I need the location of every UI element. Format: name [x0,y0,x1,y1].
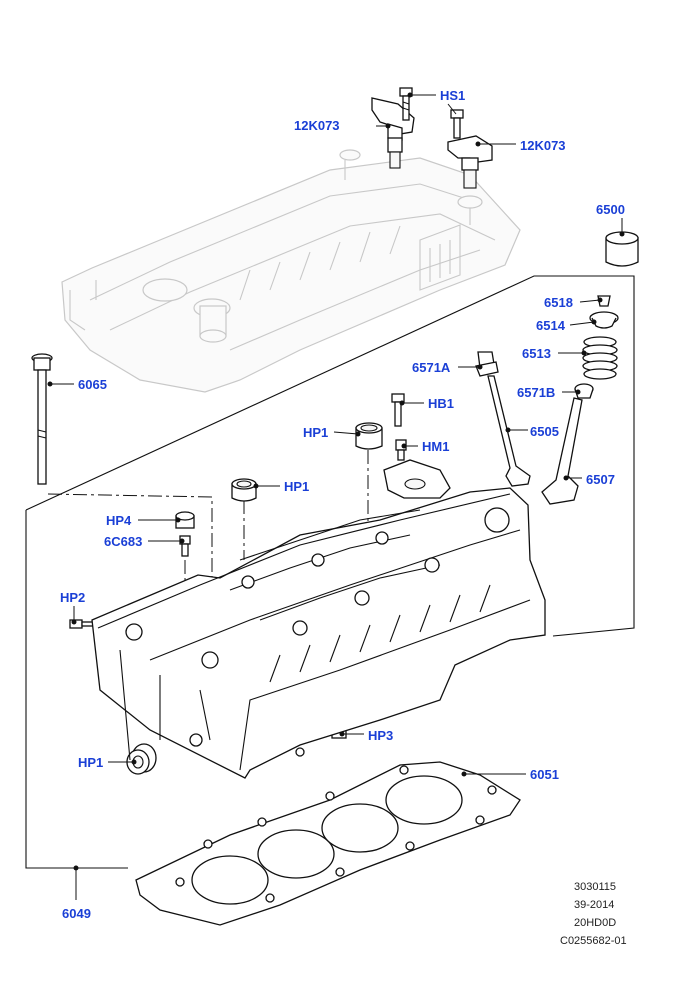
callout-hb1[interactable]: HB1 [428,396,454,411]
plug-hm1 [395,439,407,461]
camshaft-sensor-b [447,135,493,189]
callout-6500[interactable]: 6500 [596,202,625,217]
intake-valve-6507 [541,397,583,505]
plug-hp1-top [355,422,383,450]
head-bolt-6065 [31,353,53,485]
bolt-hb1 [391,393,405,427]
spring-retainer-6514 [589,311,619,329]
head-gasket-6051 [135,761,521,926]
callout-6051[interactable]: 6051 [530,767,559,782]
callout-hp1-mid[interactable]: HP1 [284,479,309,494]
callout-6c683[interactable]: 6C683 [104,534,142,549]
callout-hp1-bottom[interactable]: HP1 [78,755,103,770]
sensor-bolt-hs1-a [399,87,413,121]
dashed-assembly-line [47,493,213,620]
assembly-frame [25,510,128,869]
callout-6049[interactable]: 6049 [62,906,91,921]
camshaft-sensor-a [371,97,415,169]
callout-6571a[interactable]: 6571A [412,360,451,375]
cylinder-head [91,459,546,779]
callout-12k073-b[interactable]: 12K073 [520,138,566,153]
camshaft-cover-ghost [61,149,521,393]
callout-hs1[interactable]: HS1 [440,88,465,103]
callout-hp4[interactable]: HP4 [106,513,132,528]
callout-labels: HS1 12K073 12K073 6500 6518 6514 6513 65… [60,88,625,921]
callout-hp1-top[interactable]: HP1 [303,425,328,440]
callout-6518[interactable]: 6518 [544,295,573,310]
plug-hp1-mid [231,478,257,502]
ref-line-2: 39-2014 [574,899,614,911]
leader-lines [47,92,625,900]
plug-hp4 [175,511,195,529]
callout-6513[interactable]: 6513 [522,346,551,361]
reference-codes: 3030115 39-2014 20HD0D C0255682-01 [560,881,627,947]
ref-line-4: C0255682-01 [560,935,627,947]
sensor-bolt-hs1-b [450,109,464,139]
valve-stem-seal-6571a [475,351,499,377]
exhaust-valve-6505 [487,375,531,487]
callout-hp2[interactable]: HP2 [60,590,85,605]
callout-6065[interactable]: 6065 [78,377,107,392]
ref-line-1: 3030115 [574,881,616,893]
callout-12k073-a[interactable]: 12K073 [294,118,340,133]
ref-line-3: 20HD0D [574,917,616,929]
plug-hp1-bottom [126,743,157,775]
tappet-6500 [605,231,639,267]
callout-6514[interactable]: 6514 [536,318,566,333]
callout-6505[interactable]: 6505 [530,424,559,439]
callout-hm1[interactable]: HM1 [422,439,449,454]
callout-6507[interactable]: 6507 [586,472,615,487]
valve-spring-6513 [582,336,618,380]
callout-hp3[interactable]: HP3 [368,728,393,743]
callout-6571b[interactable]: 6571B [517,385,555,400]
